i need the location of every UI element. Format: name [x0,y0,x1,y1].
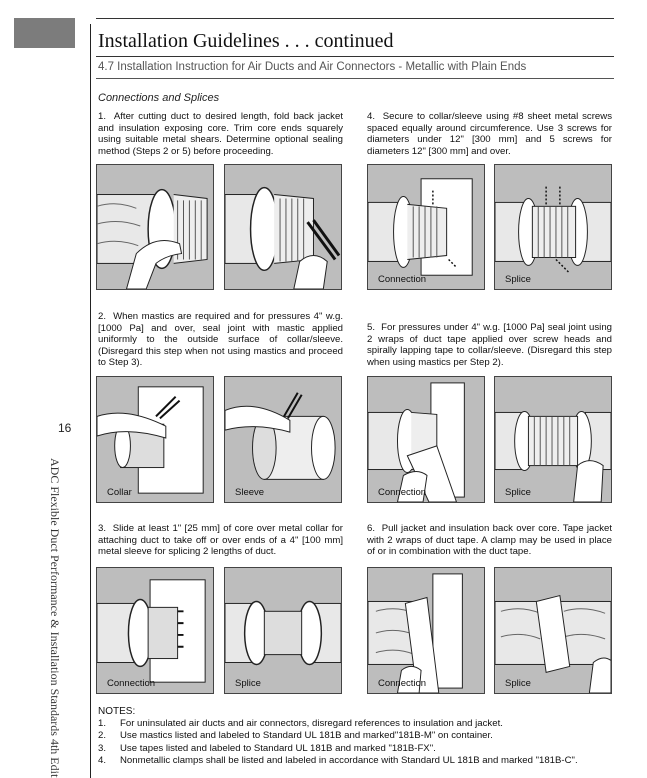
figure-jacket-splice: Splice [494,567,612,694]
figure-mastic-sleeve: Sleeve [224,376,342,503]
top-rule [96,18,614,19]
section-heading: 4.7 Installation Instruction for Air Duc… [98,61,527,73]
caption-connection-4: Connection [378,678,427,689]
step-6: 6. Pull jacket and insulation back over … [367,523,612,558]
note-item: 4. Nonmetallic clamps shall be listed an… [98,755,578,767]
caption-splice-2: Splice [505,487,531,498]
figure-fold-back-jacket [96,164,214,290]
figure-trim-core [224,164,342,290]
step-4: 4. Secure to collar/sleeve using #8 shee… [367,111,612,157]
margin-rule [90,24,91,778]
notes-heading: NOTES: [98,706,136,717]
note-item: 3. Use tapes listed and labeled to Stand… [98,742,436,754]
figure-slide-core-splice: Splice [224,567,342,694]
caption-splice-1: Splice [505,274,531,285]
step-2: 2. When mastics are required and for pre… [98,311,343,369]
section-rule [96,78,614,79]
subsection-heading: Connections and Splices [98,92,220,104]
step-3: 3. Slide at least 1" [25 mm] of core ove… [98,523,343,558]
notes-block: NOTES: 1. For uninsulated air ducts and … [98,706,618,768]
caption-collar: Collar [107,487,132,498]
caption-connection-2: Connection [378,487,427,498]
figure-jacket-connection: Connection [367,567,485,694]
page-number: 16 [58,421,72,435]
figure-screws-connection: Connection [367,164,485,290]
step-5: 5. For pressures under 4" w.g. [1000 Pa]… [367,322,612,368]
caption-splice-4: Splice [505,678,531,689]
figure-screws-splice: Splice [494,164,612,290]
caption-connection: Connection [378,274,427,285]
corner-tab [14,18,75,48]
caption-connection-3: Connection [107,678,156,689]
caption-splice-3: Splice [235,678,261,689]
note-item: 1. For uninsulated air ducts and air con… [98,718,503,729]
caption-sleeve: Sleeve [235,487,265,498]
figure-tape-splice: Splice [494,376,612,503]
figure-mastic-collar: Collar [96,376,214,503]
title-rule [96,56,614,57]
page-title: Installation Guidelines . . . continued [98,30,394,52]
running-footer-vertical: ADC Flexible Duct Performance & Installa… [48,458,62,778]
figure-slide-core-connection: Connection [96,567,214,694]
figure-tape-connection: Connection [367,376,485,503]
step-1: 1. After cutting duct to desired length,… [98,111,343,157]
note-item: 2. Use mastics listed and labeled to Sta… [98,730,493,742]
